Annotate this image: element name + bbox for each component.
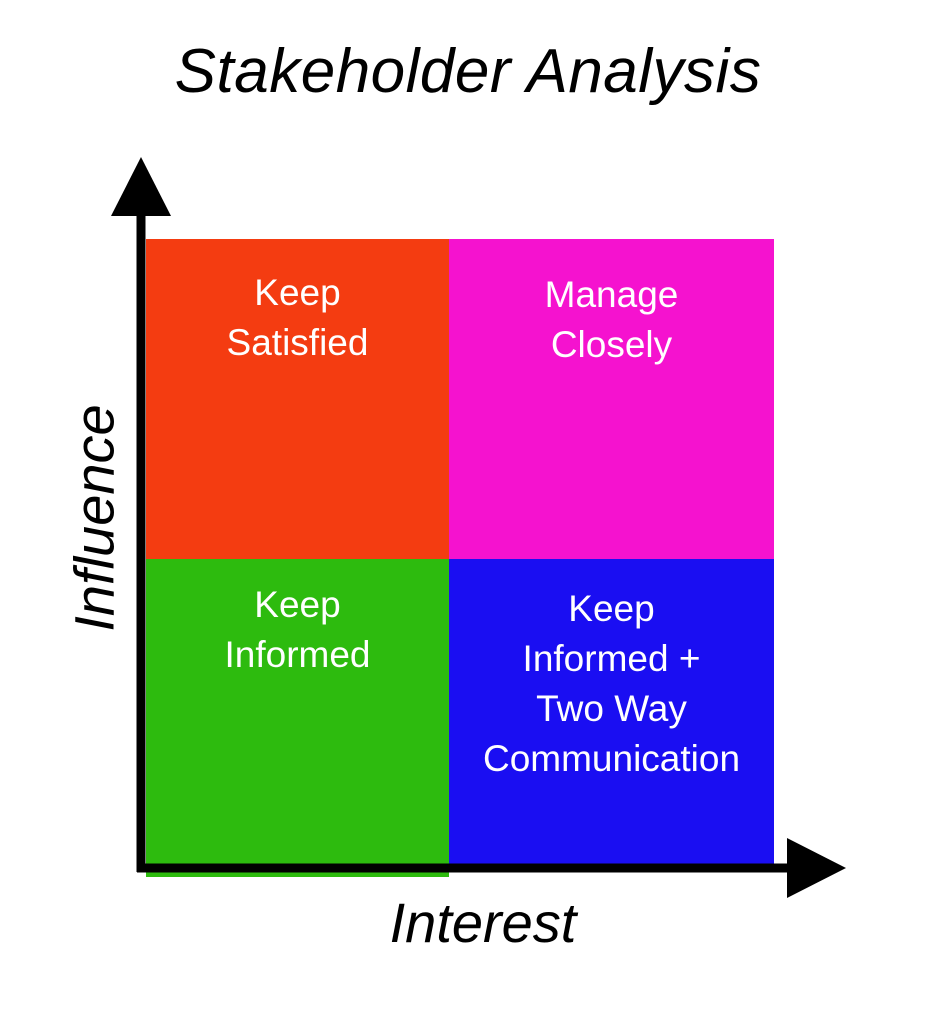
x-axis-arrow-icon <box>787 838 846 898</box>
label-line: Keep <box>254 272 341 313</box>
quadrant-label-keep-informed: Keep Informed <box>146 580 449 680</box>
x-axis-label: Interest <box>389 891 577 954</box>
quadrant-label-keep-informed-two-way: Keep Informed + Two Way Communication <box>449 584 774 784</box>
quadrant-manage-closely <box>449 239 774 559</box>
quadrant-keep-satisfied <box>146 239 449 559</box>
label-line: Manage <box>544 274 679 315</box>
y-axis-arrow-icon <box>111 157 171 216</box>
y-axis-label: Influence <box>62 404 126 632</box>
label-line: Communication <box>482 738 741 779</box>
label-line: Informed + <box>522 638 701 679</box>
quadrant-keep-informed <box>146 559 449 877</box>
label-line: Informed <box>224 634 371 675</box>
quadrant-label-manage-closely: Manage Closely <box>449 270 774 370</box>
label-line: Two Way <box>536 688 687 729</box>
quadrant-keep-informed-two-way <box>449 559 774 872</box>
label-line: Satisfied <box>226 322 369 363</box>
label-line: Keep <box>254 584 341 625</box>
label-line: Keep <box>568 588 655 629</box>
label-line: Closely <box>550 324 673 365</box>
diagram-title: Stakeholder Analysis <box>174 37 762 106</box>
quadrant-label-keep-satisfied: Keep Satisfied <box>146 268 449 368</box>
